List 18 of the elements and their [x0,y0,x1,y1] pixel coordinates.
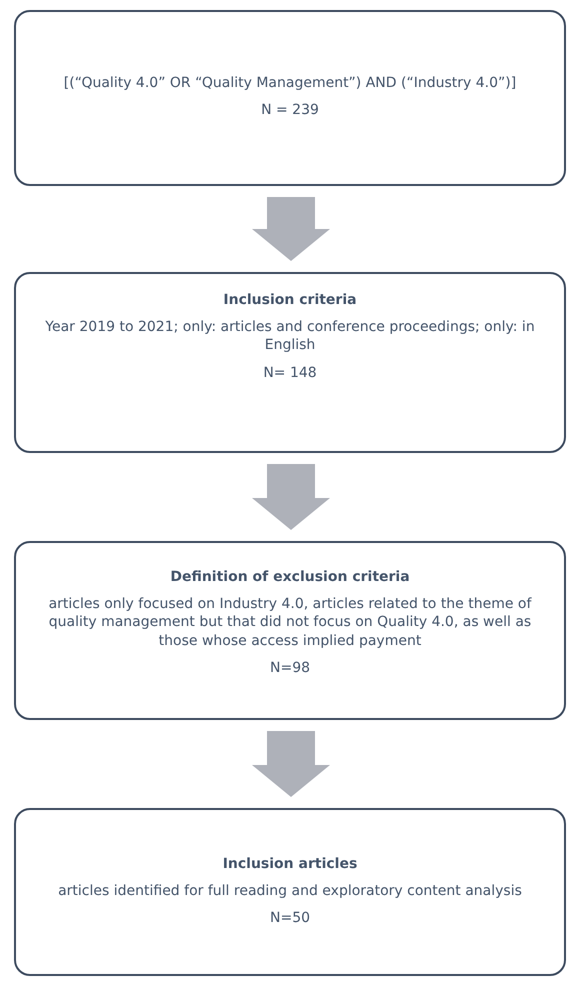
box-heading: Definition of exclusion criteria [170,568,410,586]
process-box [14,10,566,186]
description-text: Year 2019 to 2021; only: articles and conference proceedings; only: in English [44,318,536,355]
box-heading: Inclusion criteria [223,291,357,310]
count-text: N = 239 [261,101,319,120]
arrow [252,464,330,530]
box-heading: Inclusion articles [222,855,358,874]
count-text: N= 148 [263,364,317,382]
query-text: [(“Quality 4.0” OR “Quality Management”) AND (“Industry 4.0”)] [64,74,516,92]
process-box [14,272,566,453]
count-text: N=98 [270,658,310,677]
description-text: articles only focused on Industry 4.0, articles related to the theme of quality management but that did not focus on Quality 4.0, as well as those whose access implied payment [48,595,533,650]
process-box [14,541,566,720]
description-text: articles identified for full reading and exploratory content analysis [58,882,522,900]
arrow [252,197,330,261]
process-box [14,808,566,976]
count-text: N=50 [270,909,310,928]
arrow [252,731,330,797]
